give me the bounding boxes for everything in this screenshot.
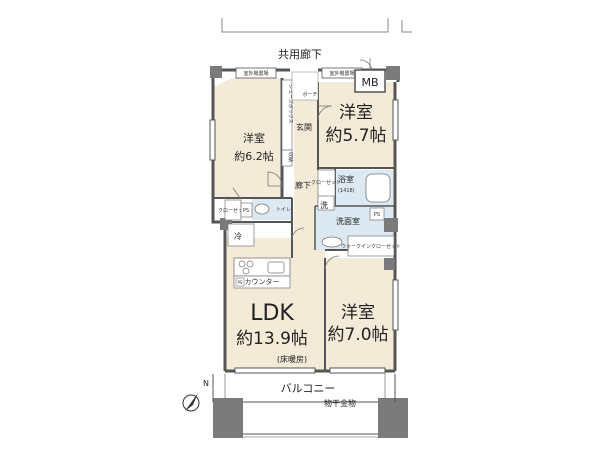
washroom-label: 洗面室 [336,216,360,226]
room-ldk-name: LDK [250,301,294,326]
outdoor-unit-left [235,67,277,79]
bath-size: (1418) [338,188,355,194]
washer-space [317,195,335,211]
room-western-nw-area: 約6.2帖 [234,149,274,163]
toilet-label: トイレ [276,207,291,213]
room-western-nw-name: 洋室 [243,131,265,145]
bath-label: 浴室 [338,174,354,184]
ps-left-label: PS [243,208,249,214]
bathtub [365,173,391,203]
counter-top [233,275,291,289]
room-ldk-area: 約13.9帖 [236,329,308,349]
entrance-storage-label: 収納 [287,152,294,162]
stove-icon [238,260,254,275]
fridge-label: 冷 [234,231,242,241]
compass-north-label: N [203,379,209,388]
closet-nw-label: クローゼット [218,207,248,214]
ps-right [369,207,385,221]
porch-label: ポーチ [302,91,317,98]
ps-kitchen-label: PS [238,280,243,285]
room-western-se-area: 約7.0帖 [327,325,388,345]
balcony [212,374,396,438]
toilet-area [252,198,292,220]
clothes-rack-label: 物干金物 [324,398,356,408]
entrance-label: 玄関 [296,122,312,132]
entrance-storage [281,149,293,167]
balcony-label: バルコニー [281,382,336,395]
windows [209,99,399,374]
shoe-box-label: シューズボックス [287,84,294,124]
doors [232,58,373,271]
toilet-bowl [254,203,270,215]
room-fills [213,78,396,371]
corridor-label: 共用廊下 [278,47,322,61]
outdoor-unit-right-label: 室外機置場 [329,70,354,77]
ps-kitchen [235,277,245,287]
ps-left [240,202,253,218]
washer-label: 洗 [320,200,328,210]
porch [291,71,319,101]
room-western-nw-ext [213,78,232,198]
meter-box-label: MB [361,76,378,89]
room-western-ne-name: 洋室 [339,103,373,123]
wash-basin [321,236,343,248]
hallway-label: 廊下 [295,180,311,190]
closet-ne-label: クローゼット [311,179,341,186]
room-western-se-name: 洋室 [341,303,375,323]
kitchen-sink [267,261,285,274]
hallway-area [294,82,318,242]
room-western-ne-area: 約5.7帖 [325,126,386,146]
room-ldk-note: (床暖房) [277,354,307,364]
room-western-se [325,258,395,371]
room-western-nw [232,78,282,198]
ps-right-label: PS [374,212,380,218]
fridge-space [227,223,255,247]
outdoor-unit-left-label: 室外機置場 [243,70,268,77]
walkin-closet-label: ウォークインクローゼット [341,243,401,250]
counter-label: カウンター [245,277,280,286]
room-western-ne [318,82,396,168]
meter-box [354,69,386,93]
walkin-closet [347,235,395,257]
site-boundary-marks [221,18,412,33]
compass-icon [182,393,200,412]
